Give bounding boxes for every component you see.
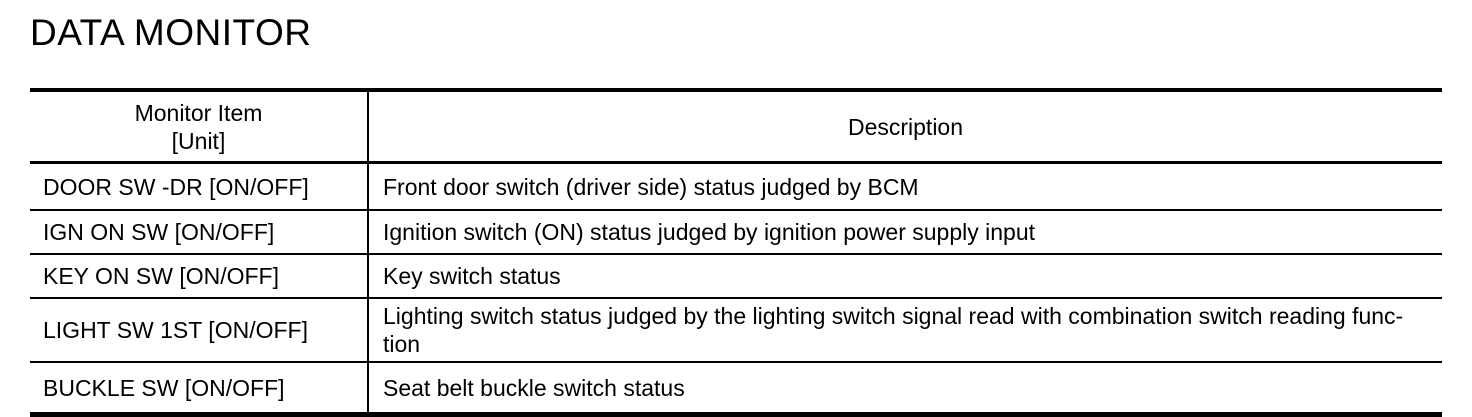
- table-row-key-on-sw: KEY ON SW [ON/OFF] Key switch status: [30, 253, 1442, 298]
- column-header-description: Description: [368, 90, 1442, 164]
- description-cell: Front door switch (driver side) status j…: [383, 173, 919, 200]
- table-row-ign-on-sw: IGN ON SW [ON/OFF] Ignition switch (ON) …: [30, 209, 1442, 254]
- monitor-item-cell: BUCKLE SW [ON/OFF]: [30, 361, 369, 415]
- column-header-monitor-item: Monitor Item [Unit]: [30, 90, 369, 164]
- monitor-item-cell: LIGHT SW 1ST [ON/OFF]: [30, 297, 369, 362]
- table-row-buckle-sw: BUCKLE SW [ON/OFF] Seat belt buckle swit…: [30, 361, 1442, 415]
- page-title: DATA MONITOR: [30, 12, 312, 53]
- table-header-row: Monitor Item [Unit] Description: [30, 90, 1442, 164]
- data-monitor-table-container: Monitor Item [Unit] Description DOOR SW …: [30, 88, 1442, 417]
- data-monitor-table: Monitor Item [Unit] Description DOOR SW …: [30, 88, 1442, 417]
- description-cell: Lighting switch status judged by the lig…: [368, 297, 1442, 362]
- description-cell: Key switch status: [368, 253, 1442, 298]
- monitor-item-cell: KEY ON SW [ON/OFF]: [30, 253, 369, 298]
- monitor-item-cell: DOOR SW -DR [ON/OFF]: [30, 162, 369, 210]
- table-header: Monitor Item [Unit] Description: [30, 90, 1442, 164]
- table-body: DOOR SW -DR [ON/OFF] Front door switch (…: [30, 162, 1442, 415]
- table-row-door-sw-dr: DOOR SW -DR [ON/OFF] Front door switch (…: [30, 162, 1442, 210]
- table-row-light-sw-1st: LIGHT SW 1ST [ON/OFF] Lighting switch st…: [30, 297, 1442, 362]
- monitor-item-cell: IGN ON SW [ON/OFF]: [30, 209, 369, 254]
- description-cell: Ignition switch (ON) status judged by ig…: [368, 209, 1442, 254]
- description-cell: Seat belt buckle switch status: [368, 361, 1442, 415]
